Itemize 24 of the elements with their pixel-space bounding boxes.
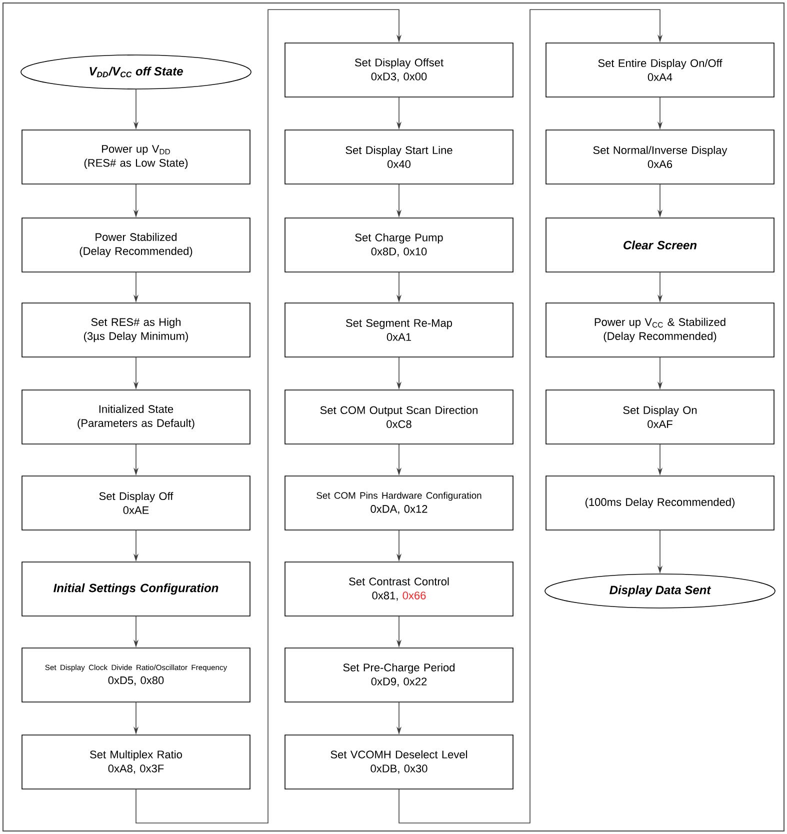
process-box: Set COM Pins Hardware Configuration 0xDA, 0x12 (284, 476, 514, 530)
process-box: Set Segment Re-Map 0xA1 (284, 302, 514, 358)
process-box: Set RES# as High (3µs Delay Minimum) (22, 302, 250, 358)
process-box: Set Charge Pump 0x8D, 0x10 (284, 218, 514, 272)
process-box: Set Pre-Charge Period 0xD9, 0x22 (284, 648, 514, 702)
process-box: Set Display Offset 0xD3, 0x00 (284, 42, 514, 98)
process-box: (100ms Delay Recommended) (546, 476, 774, 530)
process-box: Set COM Output Scan Direction 0xC8 (284, 390, 514, 444)
process-box: Set Display On 0xAF (546, 390, 774, 444)
process-box: Power Stabilized (Delay Recommended) (22, 218, 250, 272)
process-box: Power up V$_{CC}$ & Stabilized (Delay Recommended) (546, 302, 774, 358)
arrow (398, 9, 663, 824)
process-box: Initial Settings Configuration (22, 562, 250, 616)
process-box: Set Display Start Line 0x40 (284, 130, 514, 184)
process-box: Initialized State (Parameters as Default) (22, 390, 250, 444)
process-box: Set Entire Display On/Off 0xA4 (546, 42, 774, 98)
process-box: Clear Screen (546, 218, 774, 272)
arrow (136, 9, 402, 824)
process-box: Power up V$_{DD}$ (RES# as Low State) (22, 130, 250, 184)
process-box: Set Normal/Inverse Display 0xA6 (546, 130, 774, 184)
process-box: Set VCOMH Deselect Level 0xDB, 0x30 (284, 734, 514, 790)
process-box: Set Contrast Control 0x81, 0x66 (284, 562, 514, 616)
process-box: Set Display Off 0xAE (22, 476, 250, 530)
process-box: Set Multiplex Ratio 0xA8, 0x3F (22, 734, 250, 790)
